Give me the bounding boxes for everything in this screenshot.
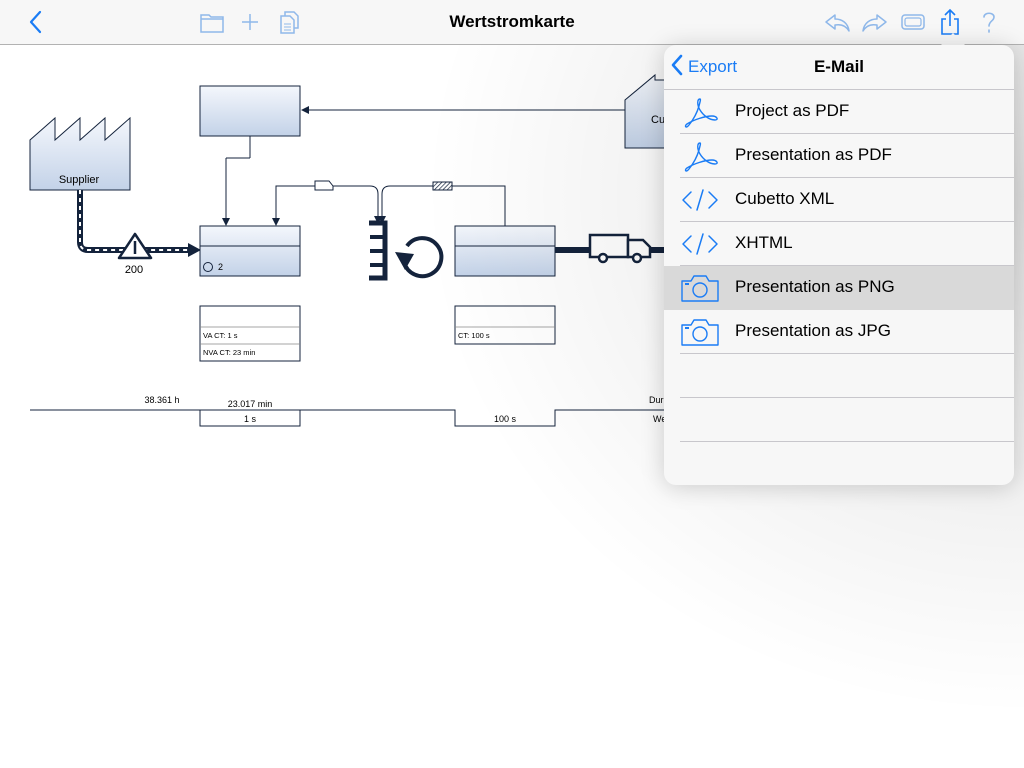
- popover-title: E-Mail: [813, 57, 865, 76]
- data-box-1[interactable]: [199, 305, 301, 362]
- export-format-list: Project as PDF Presentation as PDF Cubet…: [664, 90, 1014, 485]
- row-separator: [680, 177, 1014, 178]
- kanban-card-icon: [314, 180, 334, 191]
- navigation-bar: Wertstromkarte: [0, 0, 1024, 45]
- back-chevron-icon[interactable]: [20, 6, 52, 38]
- export-item-label: Presentation as PDF: [735, 145, 892, 164]
- chevron-left-icon: [670, 54, 684, 81]
- arrow-head-icon: [222, 218, 230, 226]
- data-box-2[interactable]: [454, 305, 556, 345]
- undo-icon[interactable]: [821, 6, 853, 38]
- export-item-xhtml[interactable]: XHTML: [664, 222, 1014, 266]
- truck-cab: [626, 238, 652, 259]
- push-arrow-dashes: [79, 190, 190, 251]
- row-separator: [680, 353, 1014, 354]
- redo-icon[interactable]: [859, 6, 891, 38]
- push-arrow-head-icon: [188, 243, 201, 257]
- documents-icon[interactable]: [273, 6, 305, 38]
- export-item-label: Project as PDF: [735, 101, 850, 120]
- operator-icon: [203, 262, 213, 272]
- wait-label: We: [653, 414, 666, 424]
- back-label: Export: [688, 57, 738, 76]
- supplier-factory-icon[interactable]: [29, 116, 131, 191]
- lead-time-label: 38.361 h: [144, 395, 179, 405]
- folder-icon[interactable]: [196, 6, 228, 38]
- empty-row: [664, 354, 1014, 398]
- export-item-cubetto-xml[interactable]: Cubetto XML: [664, 178, 1014, 222]
- back-to-export-button[interactable]: Export: [670, 54, 737, 80]
- customer-label: Cu: [651, 114, 665, 126]
- popover-arrow: [940, 33, 966, 46]
- truck-wheel: [631, 252, 643, 264]
- export-item-project-pdf[interactable]: Project as PDF: [664, 90, 1014, 134]
- va-time-label: 1 s: [244, 414, 257, 424]
- pdf-icon: [679, 140, 721, 172]
- wait-time-label: 23.017 min: [228, 399, 273, 409]
- row-separator: [680, 221, 1014, 222]
- pdf-icon: [679, 96, 721, 128]
- kanban-line: [452, 185, 506, 226]
- camera-icon: [679, 272, 721, 304]
- frame-icon[interactable]: [897, 6, 929, 38]
- export-item-label: XHTML: [735, 233, 793, 252]
- kanban-line: [381, 185, 433, 218]
- supermarket-shelves: [370, 235, 385, 267]
- code-icon: [679, 184, 721, 216]
- pull-circle-icon: [402, 236, 444, 279]
- duration-label: Dur: [649, 395, 664, 405]
- export-item-label: Cubetto XML: [735, 189, 835, 208]
- export-item-presentation-png[interactable]: Presentation as PNG: [664, 266, 1014, 310]
- inventory-quantity: 200: [125, 264, 143, 276]
- production-control-box[interactable]: [199, 85, 301, 137]
- empty-row: [664, 442, 1014, 485]
- row-separator: [680, 265, 1014, 266]
- truck-wheel: [597, 252, 609, 264]
- withdrawal-kanban-icon: [432, 181, 453, 191]
- export-item-label: Presentation as JPG: [735, 321, 891, 340]
- kanban-line: [333, 185, 379, 218]
- export-item-presentation-pdf[interactable]: Presentation as PDF: [664, 134, 1014, 178]
- camera-icon: [679, 316, 721, 348]
- code-icon: [679, 228, 721, 260]
- truck-icon[interactable]: [588, 233, 630, 259]
- ct-value: CT: 100 s: [458, 331, 490, 340]
- arrow-head-icon: [301, 106, 309, 114]
- supplier-label: Supplier: [59, 174, 100, 186]
- arrow-head-icon: [272, 218, 280, 226]
- export-item-label: Presentation as PNG: [735, 277, 895, 296]
- va-ct-value: VA CT: 1 s: [203, 331, 238, 340]
- kanban-line: [275, 185, 315, 220]
- arrow-head-icon: [378, 216, 386, 224]
- row-separator: [680, 133, 1014, 134]
- row-separator: [680, 397, 1014, 398]
- nva-ct-value: NVA CT: 23 min: [203, 348, 255, 357]
- pull-arrow-head-icon: [395, 252, 414, 270]
- operator-count: 2: [218, 262, 223, 272]
- process-box-2[interactable]: [454, 225, 556, 277]
- process-box-1[interactable]: [199, 225, 301, 277]
- va-time-label: 100 s: [494, 414, 517, 424]
- export-popover: E-Mail Export Project as PDF Presentatio…: [664, 45, 1014, 485]
- plus-icon[interactable]: [234, 6, 266, 38]
- export-item-presentation-jpg[interactable]: Presentation as JPG: [664, 310, 1014, 354]
- help-icon[interactable]: [973, 6, 1005, 38]
- empty-row: [664, 398, 1014, 442]
- popover-header: E-Mail Export: [664, 45, 1014, 90]
- row-separator: [680, 441, 1014, 442]
- timeline-ladder: [30, 409, 680, 427]
